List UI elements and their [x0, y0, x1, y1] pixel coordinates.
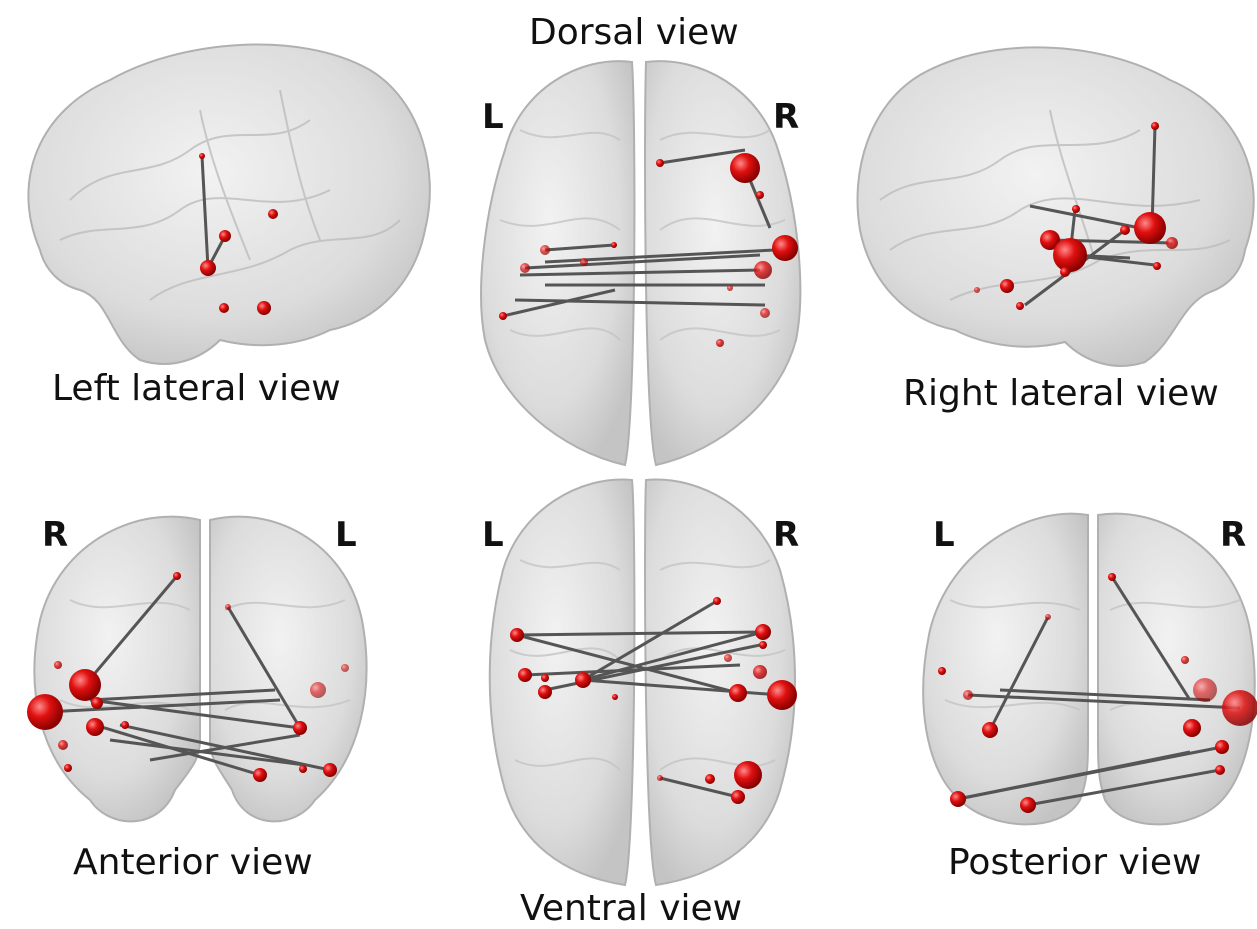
anterior-panel [27, 517, 367, 822]
ventral-side-right-label: R [773, 515, 799, 555]
anterior-side-right-label: L [335, 515, 357, 555]
ventral-panel [490, 480, 797, 885]
ventral-view-caption: Ventral view [520, 888, 742, 929]
ventral-side-left-label: L [482, 515, 504, 555]
left-lateral-panel [28, 45, 429, 364]
dorsal-side-left-label: L [482, 97, 504, 137]
anterior-view-caption: Anterior view [73, 842, 313, 883]
anterior-left-hemisphere [34, 517, 200, 822]
dorsal-view-caption: Dorsal view [529, 12, 739, 53]
posterior-side-left-label: L [933, 515, 955, 555]
right-lateral-panel [858, 47, 1254, 366]
left-lateral-view-caption: Left lateral view [52, 368, 341, 409]
posterior-panel [923, 514, 1257, 825]
right-lateral-view-caption: Right lateral view [903, 373, 1219, 414]
posterior-view-caption: Posterior view [948, 842, 1201, 883]
anterior-side-left-label: R [42, 515, 68, 555]
right-lateral-brain [858, 47, 1254, 366]
dorsal-panel [481, 61, 800, 465]
dorsal-side-right-label: R [773, 97, 799, 137]
posterior-side-right-label: R [1220, 515, 1246, 555]
